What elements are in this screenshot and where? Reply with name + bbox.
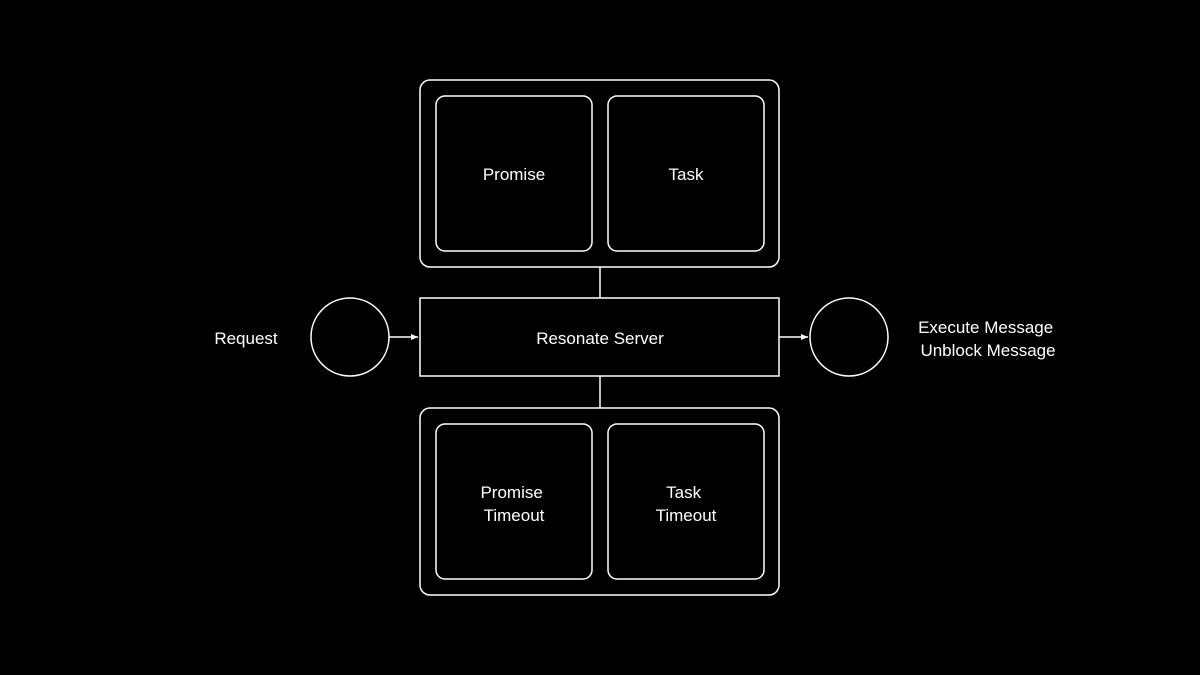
promise-box [435,95,593,252]
promise-timeout-label: Promise Timeout [480,483,547,525]
request-circle [310,297,390,377]
top-storage-group: Promise Task [419,79,780,268]
task-timeout-box [607,423,765,580]
output-circle [809,297,889,377]
task-box [607,95,765,252]
resonate-server: Resonate Server [419,297,780,377]
request-input: Request [214,297,418,377]
request-label: Request [214,329,278,348]
promise-timeout-box [435,423,593,580]
output-label: Execute Message Unblock Message [918,318,1058,360]
task-timeout-label: Task Timeout [656,483,717,525]
task-box-label: Task [669,165,704,184]
resonate-server-label: Resonate Server [536,329,664,348]
top-group-frame [419,79,780,268]
bottom-timeout-group: Promise Timeout Task Timeout [419,407,780,596]
bottom-group-frame [419,407,780,596]
message-output: Execute Message Unblock Message [779,297,1058,377]
promise-box-label: Promise [483,165,545,184]
